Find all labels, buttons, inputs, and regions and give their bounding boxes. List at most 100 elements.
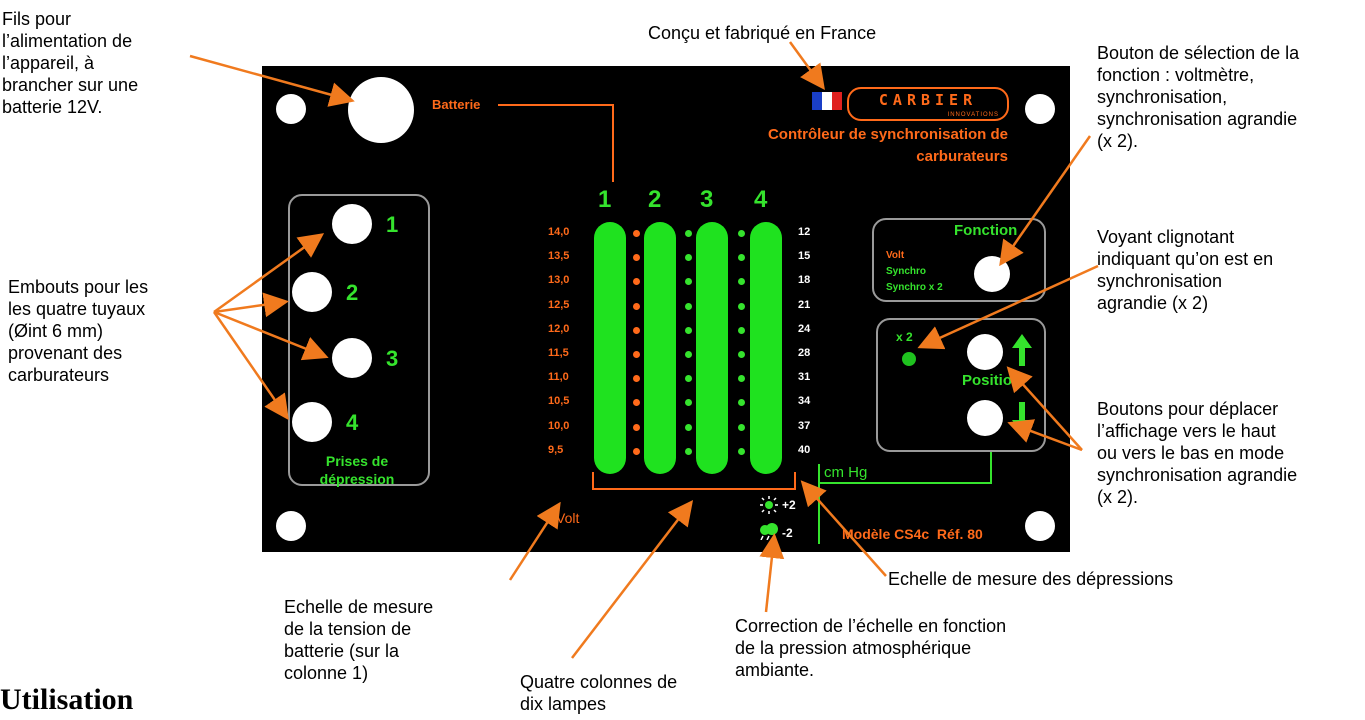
lamp-dot bbox=[685, 375, 692, 383]
cmhg-tick-label: 15 bbox=[798, 250, 811, 263]
callout-nozzles: Embouts pour les les quatre tuyaux (Øint… bbox=[8, 276, 148, 386]
battery-connector-h bbox=[498, 104, 614, 106]
device-panel: Batterie CARBIER INNOVATIONS Contrôleur … bbox=[262, 66, 1070, 552]
arrow-function-button bbox=[999, 135, 1092, 267]
cmhg-tick-label: 37 bbox=[798, 419, 811, 432]
lamp-dot bbox=[685, 399, 692, 407]
volt-tick-label: 10,0 bbox=[548, 419, 570, 432]
callout-function-button: Bouton de sélection de la fonction : vol… bbox=[1097, 42, 1299, 152]
callout-power-wires: Fils pour l’alimentation de l’appareil, … bbox=[2, 8, 138, 118]
lamp-dot bbox=[685, 254, 692, 262]
position-up-button[interactable] bbox=[967, 334, 1003, 370]
mounting-hole bbox=[276, 94, 306, 124]
function-option-volt: Volt bbox=[886, 250, 905, 261]
volt-tick-label: 11,5 bbox=[548, 347, 569, 359]
position-down-button[interactable] bbox=[967, 400, 1003, 436]
cmhg-tick-label: 40 bbox=[798, 443, 811, 456]
arrow-blinking-light bbox=[917, 264, 1099, 350]
callout-line: (x 2). bbox=[1097, 487, 1139, 507]
lamp-dot bbox=[738, 375, 745, 383]
arrow-power-wires bbox=[189, 54, 355, 107]
function-option-synchro: Synchro bbox=[886, 266, 927, 277]
lamp-column-1 bbox=[594, 222, 626, 474]
sun-icon-graphic bbox=[760, 496, 778, 514]
volt-tick-label: 14,0 bbox=[548, 226, 570, 238]
callout-line: batterie 12V. bbox=[2, 97, 103, 117]
mounting-hole bbox=[276, 511, 306, 541]
callout-line: Correction de l’échelle en fonction bbox=[735, 616, 1007, 636]
arrow-port-4 bbox=[212, 311, 289, 421]
lamp-dot bbox=[633, 278, 640, 286]
cmhg-tick-label: 34 bbox=[798, 395, 811, 408]
lamp-column-2 bbox=[644, 222, 676, 474]
lamp-dot bbox=[738, 278, 745, 286]
lamp-dot bbox=[685, 351, 692, 358]
arrow-down-button bbox=[1007, 419, 1083, 452]
arrow-up-graphic bbox=[1012, 334, 1032, 366]
lamp-dot bbox=[738, 351, 745, 358]
callout-line: (Øint 6 mm) bbox=[8, 321, 104, 341]
function-box bbox=[872, 218, 1046, 302]
arrow-port-2 bbox=[213, 292, 289, 318]
lamp-dot bbox=[685, 278, 692, 286]
cmhg-tick-label: 18 bbox=[798, 274, 811, 287]
callout-line: Embouts pour les bbox=[8, 277, 149, 297]
cmhg-tick-label: 24 bbox=[798, 322, 811, 335]
callout-line: fonction : voltmètre, bbox=[1097, 65, 1255, 85]
callout-blinking-light: Voyant clignotant indiquant qu’on est en… bbox=[1097, 226, 1273, 314]
function-label: Fonction bbox=[954, 222, 1018, 239]
lamp-dot bbox=[685, 302, 692, 310]
vacuum-port-3 bbox=[332, 338, 372, 378]
french-flag-icon bbox=[812, 92, 842, 110]
mounting-hole bbox=[1025, 511, 1055, 541]
callout-line: indiquant qu’on est en bbox=[1097, 249, 1274, 269]
arrow-four-columns bbox=[571, 500, 694, 659]
lamp-dot bbox=[633, 399, 640, 407]
callout-line: synchronisation agrandie bbox=[1097, 465, 1298, 485]
correction-minus: -2 bbox=[782, 526, 793, 540]
lamp-dot bbox=[633, 447, 640, 455]
callout-line: synchronisation, bbox=[1097, 87, 1228, 107]
volt-tick-label: 12,5 bbox=[548, 298, 570, 311]
battery-label: Batterie bbox=[432, 97, 481, 112]
sun-icon bbox=[760, 496, 778, 514]
callout-line: batterie (sur la bbox=[284, 641, 400, 661]
cmhg-tick-label: 21 bbox=[798, 298, 811, 311]
volt-tick-label: 13,5 bbox=[548, 250, 570, 263]
function-option-synchro-x2: Synchro x 2 bbox=[886, 282, 943, 293]
volt-tick-label: 9,5 bbox=[548, 443, 564, 456]
lamp-dot bbox=[633, 351, 640, 358]
callout-line: colonne 1) bbox=[284, 663, 369, 683]
brand-name: CARBIER bbox=[878, 91, 978, 109]
cmhg-unit: cm Hg bbox=[824, 464, 868, 481]
position-box bbox=[876, 318, 1046, 452]
vacuum-ports-label-line: dépression bbox=[319, 471, 395, 487]
cmhg-tick-label: 31 bbox=[798, 371, 811, 384]
lamp-dot bbox=[738, 254, 745, 262]
arrow-port-3 bbox=[213, 310, 329, 361]
brand-sub: INNOVATIONS bbox=[947, 112, 999, 118]
callout-correction: Correction de l’échelle en fonction de l… bbox=[735, 615, 1006, 681]
lamp-column-3 bbox=[696, 222, 728, 474]
callout-line: Voyant clignotant bbox=[1097, 227, 1235, 247]
port-number: 2 bbox=[346, 280, 359, 305]
function-options: Volt Synchro Synchro x 2 bbox=[886, 248, 943, 296]
port-number: 4 bbox=[346, 410, 359, 435]
lamp-dot bbox=[633, 302, 640, 310]
callout-line: ambiante. bbox=[735, 660, 815, 680]
brand-logo: CARBIER INNOVATIONS bbox=[847, 87, 1009, 121]
callout-line: Fils pour bbox=[2, 9, 72, 29]
cmhg-axis-base bbox=[818, 482, 990, 484]
callout-line: Bouton de sélection de la bbox=[1097, 43, 1300, 63]
lamp-dot bbox=[685, 230, 692, 237]
section-heading: Utilisation bbox=[0, 683, 134, 716]
lamp-dot bbox=[738, 326, 745, 334]
port-number: 3 bbox=[386, 346, 399, 371]
column-number: 4 bbox=[754, 186, 768, 213]
device-title: Contrôleur de synchronisation de carbura… bbox=[768, 124, 1008, 168]
lamp-dot bbox=[633, 375, 640, 383]
column-number: 1 bbox=[598, 186, 612, 213]
volt-tick-label: 11,0 bbox=[548, 371, 569, 384]
lamp-dot bbox=[685, 447, 692, 455]
